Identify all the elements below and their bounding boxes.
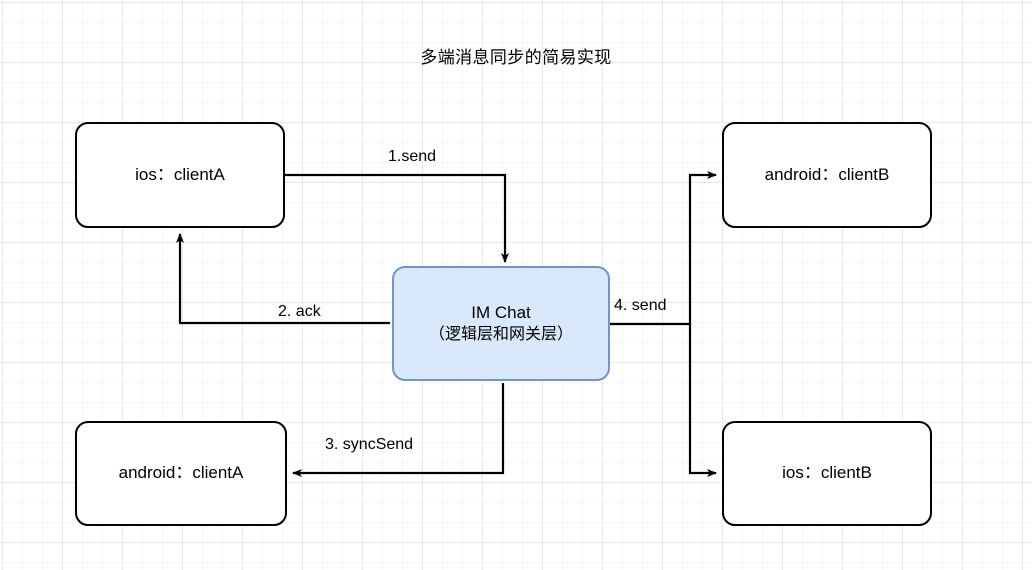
node-ios-client-a[interactable]: ios：clientA [75, 122, 285, 228]
node-android-client-a[interactable]: android：clientA [75, 421, 287, 526]
node-android-client-b[interactable]: android：clientB [722, 122, 932, 228]
edge-path-sync-send [292, 383, 505, 477]
edge-path-send-right-up [688, 171, 717, 324]
node-label: android：clientB [764, 164, 890, 184]
edge-label-ack: 2. ack [278, 303, 321, 320]
edge-label-send: 1.send [388, 148, 437, 165]
node-label: ios：clientA [135, 164, 225, 184]
edge-path-send-right-down [688, 324, 717, 477]
diagram-title: 多端消息同步的简易实现 [420, 48, 612, 67]
edge-path-send [285, 173, 509, 263]
node-label: ios：clientB [782, 463, 872, 483]
edge-label-send-right: 4. send [614, 297, 667, 314]
edge-label-sync-send: 3. syncSend [325, 436, 414, 453]
node-ios-client-b[interactable]: ios：clientB [722, 421, 932, 526]
node-label: android：clientA [118, 463, 244, 483]
node-sublabel: （逻辑层和网关层） [428, 326, 573, 344]
node-im-chat[interactable]: IM Chat （逻辑层和网关层） [392, 266, 610, 381]
node-label: IM Chat [471, 302, 531, 322]
